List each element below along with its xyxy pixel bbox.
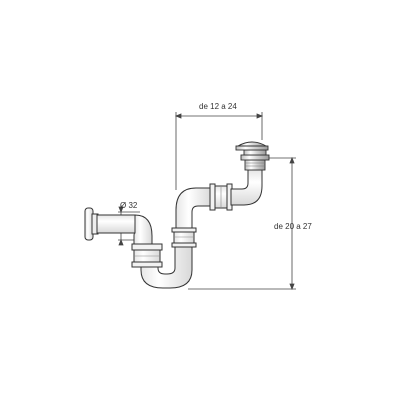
outlet-pipe [96, 214, 153, 247]
upper-nut [209, 183, 233, 211]
drain-elbow [230, 169, 263, 206]
middle-nut [171, 227, 197, 248]
height-arrow-top [289, 156, 295, 164]
upper-elbow [175, 187, 213, 229]
width-arrow-right [256, 113, 264, 119]
height-arrow-bottom [289, 283, 295, 291]
width-dimension [174, 112, 264, 190]
diameter-label: Ø 32 [120, 201, 138, 210]
diameter-arrow-top [118, 206, 124, 214]
left-nut [131, 243, 163, 268]
width-arrow-left [174, 113, 182, 119]
wall-flange [84, 207, 99, 241]
height-dimension [188, 156, 296, 291]
height-dimension-label: de 20 a 27 [274, 222, 312, 231]
drain-valve [235, 141, 270, 171]
diameter-arrow-bottom [118, 238, 124, 246]
width-dimension-label: de 12 a 24 [199, 102, 237, 111]
